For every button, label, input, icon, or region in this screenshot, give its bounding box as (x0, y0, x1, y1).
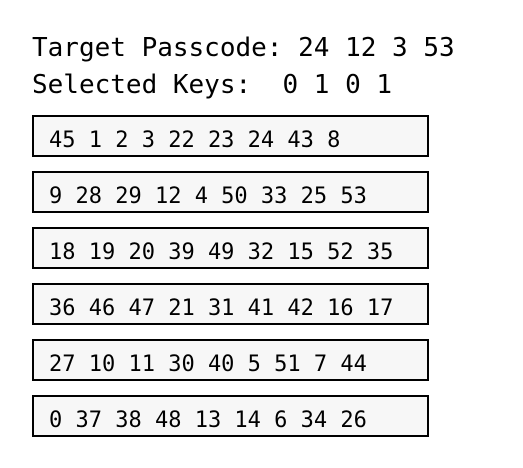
key-row-5[interactable]: 27 10 11 30 40 5 51 7 44 (32, 339, 429, 381)
selected-keys-label: Selected Keys: (32, 70, 252, 100)
target-passcode-value: 24 12 3 53 (298, 33, 455, 63)
key-row-list: 45 1 2 3 22 23 24 43 8 9 28 29 12 4 50 3… (32, 115, 429, 451)
target-passcode-line: Target Passcode: 24 12 3 53 (32, 33, 455, 63)
key-row-1[interactable]: 45 1 2 3 22 23 24 43 8 (32, 115, 429, 157)
selected-keys-value: 0 1 0 1 (282, 70, 393, 100)
key-row-2[interactable]: 9 28 29 12 4 50 33 25 53 (32, 171, 429, 213)
key-row-3[interactable]: 18 19 20 39 49 32 15 52 35 (32, 227, 429, 269)
selected-keys-line: Selected Keys: 0 1 0 1 (32, 70, 392, 100)
target-passcode-label: Target Passcode: (32, 33, 283, 63)
key-row-4[interactable]: 36 46 47 21 31 41 42 16 17 (32, 283, 429, 325)
key-row-6[interactable]: 0 37 38 48 13 14 6 34 26 (32, 395, 429, 437)
